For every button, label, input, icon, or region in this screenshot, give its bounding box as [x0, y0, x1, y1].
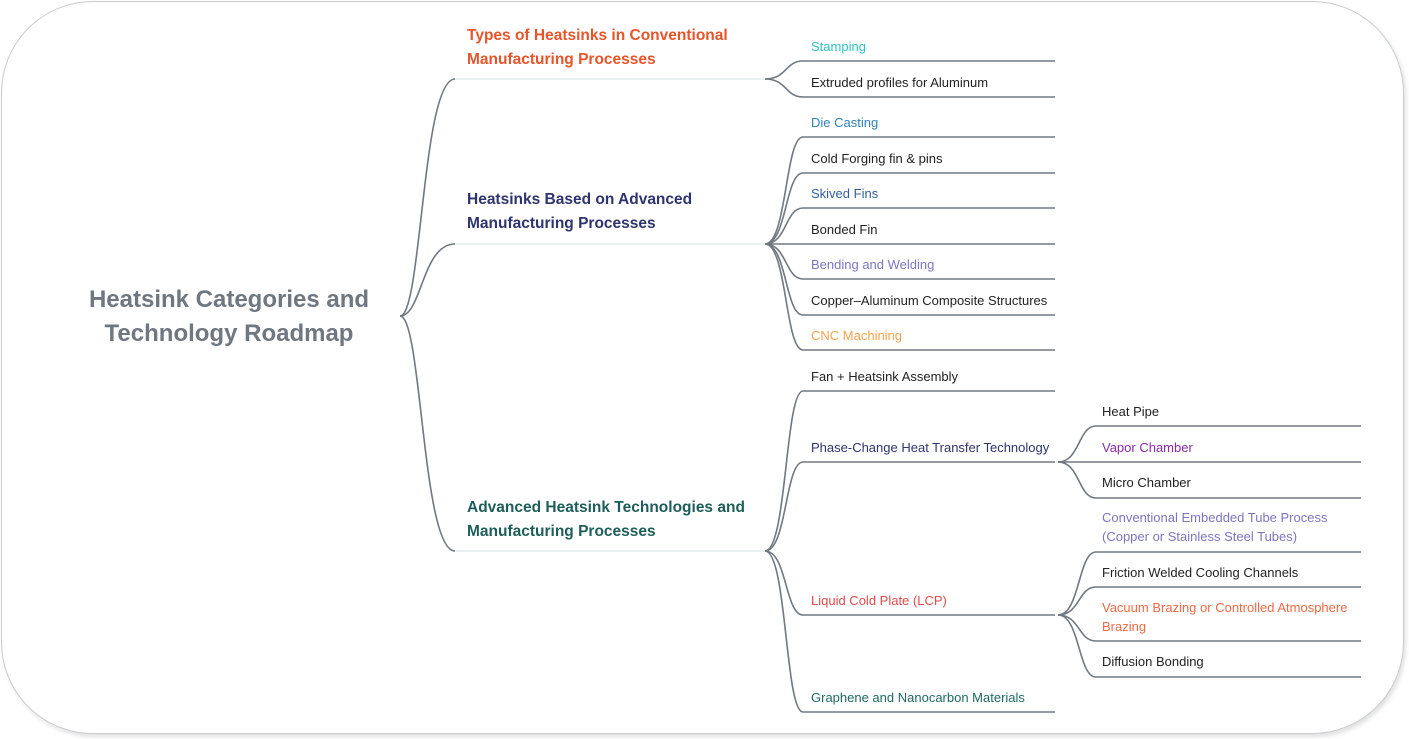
node-vacuum-brazing[interactable]: Vacuum Brazing or Controlled Atmosphere …: [1102, 600, 1348, 634]
edge-phase-change-2: [1057, 461, 1361, 499]
node-friction-welded-channels[interactable]: Friction Welded Cooling Channels: [1102, 565, 1299, 580]
node-die-casting[interactable]: Die Casting: [811, 115, 879, 130]
category-advanced-technologies[interactable]: Advanced Heatsink Technologies and Manuf…: [467, 499, 745, 540]
node-cnc-machining[interactable]: CNC Machining: [811, 328, 903, 343]
edge-conventional-1: [764, 78, 1055, 98]
node-graphene-nanocarbon[interactable]: Graphene and Nanocarbon Materials: [811, 690, 1025, 705]
node-embedded-tube-process[interactable]: Conventional Embedded Tube Process (Copp…: [1102, 510, 1328, 544]
node-copper-aluminum-composite[interactable]: Copper–Aluminum Composite Structures: [811, 293, 1048, 308]
node-cold-forging[interactable]: Cold Forging fin & pins: [811, 151, 943, 166]
edge-advanced-1: [764, 172, 1055, 245]
edge-advanced-4: [764, 243, 1055, 280]
root-topic[interactable]: Heatsink Categories and Technology Roadm…: [88, 286, 370, 347]
node-fan-heatsink-assembly[interactable]: Fan + Heatsink Assembly: [811, 369, 959, 384]
edge-advanced-6: [764, 243, 1055, 351]
node-skived-fins[interactable]: Skived Fins: [811, 186, 879, 201]
category-conventional[interactable]: Types of Heatsinks in Conventional Manuf…: [467, 27, 728, 68]
connector-group: [399, 60, 1361, 713]
edge-phase-change-0: [1057, 425, 1361, 463]
root-edge-0: [399, 78, 456, 317]
edge-advanced-2: [764, 207, 1055, 245]
node-vapor-chamber[interactable]: Vapor Chamber: [1102, 440, 1193, 455]
edge-lcp-3: [1057, 614, 1361, 678]
category-advanced-processes[interactable]: Heatsinks Based on Advanced Manufacturin…: [467, 191, 693, 232]
node-heat-pipe[interactable]: Heat Pipe: [1102, 404, 1160, 419]
edge-technology-2: [764, 550, 1055, 616]
node-bending-welding[interactable]: Bending and Welding: [811, 257, 935, 272]
edge-lcp-0: [1057, 551, 1361, 616]
node-micro-chamber[interactable]: Micro Chamber: [1102, 475, 1191, 490]
node-bonded-fin[interactable]: Bonded Fin: [811, 222, 878, 237]
root-edge-1: [399, 243, 456, 317]
edge-lcp-1: [1057, 586, 1361, 616]
root-edge-2: [399, 315, 456, 552]
node-extruded-profiles[interactable]: Extruded profiles for Aluminum: [811, 75, 989, 90]
edge-technology-3: [764, 550, 1055, 713]
edge-conventional-0: [764, 60, 1055, 80]
edge-advanced-0: [764, 136, 1055, 245]
node-diffusion-bonding[interactable]: Diffusion Bonding: [1102, 654, 1204, 669]
edge-technology-0: [764, 390, 1055, 552]
edge-lcp-2: [1057, 614, 1361, 642]
node-stamping[interactable]: Stamping: [811, 39, 866, 54]
node-liquid-cold-plate[interactable]: Liquid Cold Plate (LCP): [811, 593, 947, 608]
edge-technology-1: [764, 461, 1055, 552]
node-phase-change[interactable]: Phase-Change Heat Transfer Technology: [811, 440, 1050, 455]
